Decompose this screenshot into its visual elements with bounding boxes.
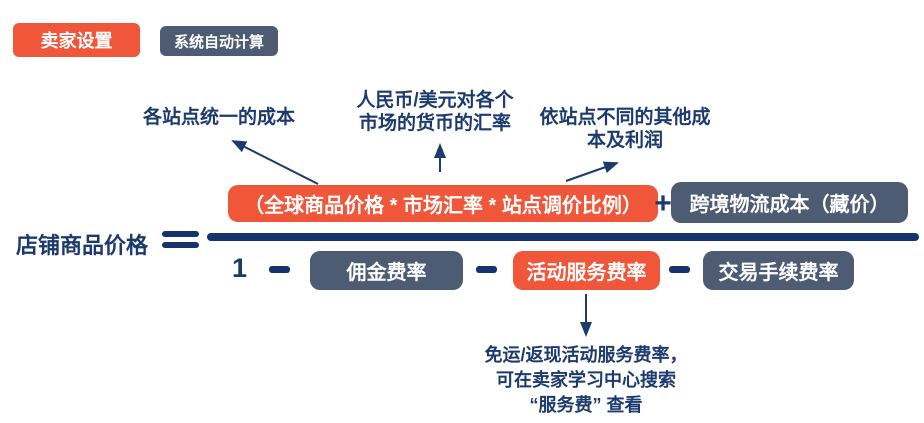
minus-dash-icon-3 bbox=[669, 266, 690, 273]
formula-result-label: 店铺商品价格 bbox=[16, 233, 149, 258]
annotation-exchange-rate-line1: 人民币/美元对各个 bbox=[356, 90, 514, 111]
numerator-logistics-box: 跨境物流成本（藏价） bbox=[671, 182, 908, 223]
numerator-price-term-box: （全球商品价格 * 市场汇率 * 站点调价比例） bbox=[228, 185, 658, 222]
annotation-other-cost: 依站点不同的其他成 本及利润 bbox=[532, 106, 718, 152]
service-fee-note-line3: “服务费” 查看 bbox=[529, 395, 643, 415]
annotation-exchange-rate: 人民币/美元对各个 市场的货币的汇率 bbox=[350, 89, 520, 135]
arrow-to-other-cost-icon bbox=[565, 161, 619, 182]
denominator-one: 1 bbox=[232, 253, 248, 283]
legend-system-label: 系统自动计算 bbox=[173, 33, 264, 51]
denominator-activity-label: 活动服务费率 bbox=[526, 262, 647, 284]
minus-dash-icon-1 bbox=[269, 266, 290, 273]
service-fee-note-line2: 可在卖家学习中心搜索 bbox=[496, 370, 676, 390]
numerator-logistics-label: 跨境物流成本（藏价） bbox=[689, 194, 890, 216]
annotation-other-cost-line2: 本及利润 bbox=[586, 130, 663, 151]
service-fee-note: 免运/返现活动服务费率， 可在卖家学习中心搜索 “服务费” 查看 bbox=[436, 343, 736, 418]
plus-sign: + bbox=[654, 187, 672, 220]
annotation-unified-cost: 各站点统一的成本 bbox=[143, 107, 296, 128]
numerator-price-term-label: （全球商品价格 * 市场汇率 * 站点调价比例） bbox=[244, 195, 642, 217]
denominator-commission-box: 佣金费率 bbox=[310, 251, 463, 290]
annotation-other-cost-line1: 依站点不同的其他成 bbox=[539, 107, 711, 128]
legend-system-badge: 系统自动计算 bbox=[160, 26, 278, 56]
fraction-bar bbox=[207, 233, 919, 241]
legend-seller-label: 卖家设置 bbox=[40, 31, 113, 51]
legend-seller-badge: 卖家设置 bbox=[13, 23, 140, 57]
minus-dash-icon-2 bbox=[476, 266, 497, 273]
denominator-commission-label: 佣金费率 bbox=[346, 262, 427, 284]
denominator-transaction-label: 交易手续费率 bbox=[718, 262, 839, 284]
denominator-activity-box: 活动服务费率 bbox=[513, 251, 660, 290]
denominator-transaction-box: 交易手续费率 bbox=[703, 251, 854, 290]
service-fee-note-line1: 免运/返现活动服务费率， bbox=[484, 345, 688, 365]
annotation-exchange-rate-line2: 市场的货币的汇率 bbox=[358, 113, 511, 134]
arrow-to-unified-cost-icon bbox=[231, 140, 319, 185]
